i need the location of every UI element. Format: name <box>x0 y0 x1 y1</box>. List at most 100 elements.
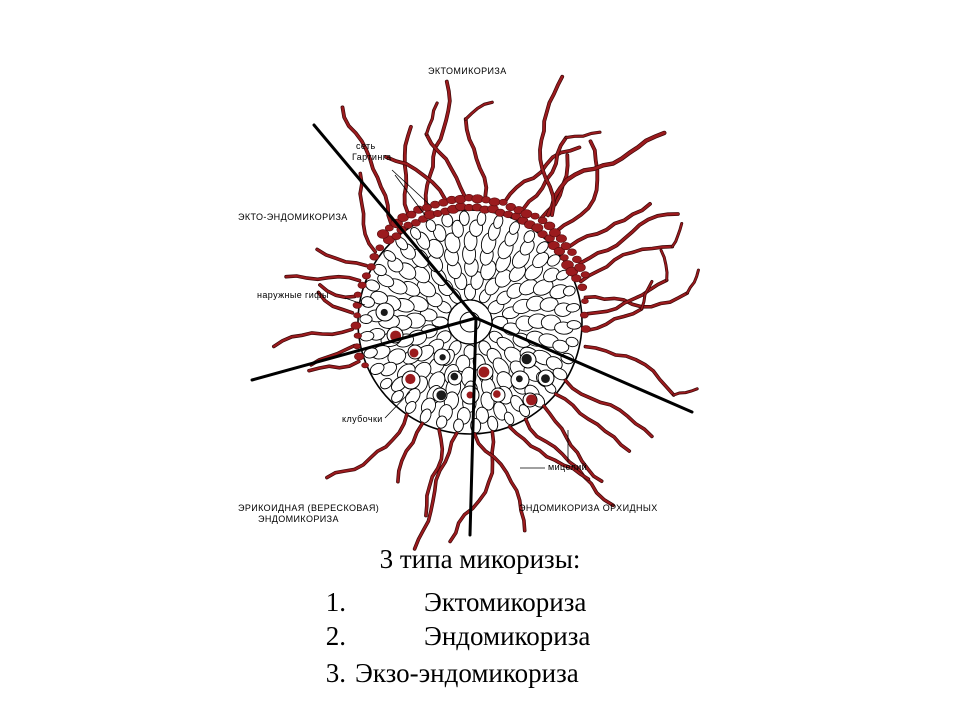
mantle-cell <box>377 229 390 239</box>
mantle-cell <box>369 253 380 261</box>
cortex-cell <box>508 221 520 235</box>
mantle-cell <box>574 263 586 272</box>
hypha-strand <box>403 125 413 215</box>
hyphal-coil <box>466 391 474 399</box>
hypha-strand <box>424 428 444 517</box>
hypha-strand <box>464 100 494 121</box>
cortex-cell <box>444 232 461 254</box>
hyphal-coil <box>439 354 446 361</box>
caption-item-text: Эктомикориза <box>424 587 587 617</box>
caption-item-number: 3. <box>325 658 346 688</box>
hyphal-coil <box>450 372 459 381</box>
cortex-cell <box>536 241 549 254</box>
hyphal-coil <box>409 348 419 358</box>
cortex-cell <box>518 279 538 296</box>
hypha-strand <box>586 307 643 332</box>
cortex-cell <box>562 285 576 297</box>
hypha-strand <box>671 222 683 248</box>
cortex-cell <box>380 361 398 377</box>
mantle-cell <box>350 321 362 330</box>
hyphal-coil <box>478 366 490 378</box>
cortex-cell <box>410 227 422 240</box>
cortex-cell <box>565 336 579 348</box>
cortex-cell <box>532 251 550 269</box>
hyphal-coil <box>541 374 550 384</box>
hypha-strand <box>546 131 666 217</box>
cortex-cell <box>532 279 554 296</box>
label-coils: клубочки <box>342 414 383 424</box>
hypha-strand <box>586 279 668 315</box>
hypha-strand <box>660 249 668 281</box>
cortex-cell <box>545 356 563 371</box>
leader-lines <box>344 169 569 469</box>
cortex-cell <box>359 314 373 324</box>
hypha-strand <box>568 202 652 248</box>
hyphal-coil <box>515 375 523 383</box>
hypha-strand <box>538 75 564 217</box>
mantle-cell <box>353 312 361 319</box>
mantle-cell <box>498 198 508 206</box>
mantle-cell <box>403 221 413 229</box>
mantle-cell <box>406 210 417 219</box>
mantle-cell <box>391 232 402 240</box>
mantle-cell <box>352 301 362 309</box>
mantle-cell <box>530 212 540 220</box>
label-mycelium: мицелий <box>548 462 588 472</box>
hypha-strand <box>285 274 361 282</box>
cortex-cell <box>365 279 380 292</box>
leader-coils <box>384 391 411 419</box>
mantle-cell <box>537 216 548 225</box>
hypha-strand <box>464 118 488 200</box>
cortex-cell <box>412 265 431 284</box>
mantle-cell <box>375 244 385 252</box>
mantle-cell <box>560 242 571 251</box>
cortex-cell <box>539 297 559 312</box>
cortex-cell <box>503 411 515 426</box>
label-ericoid-2: ЭНДОМИКОРИЗА <box>258 514 339 524</box>
hyphal-coils <box>375 302 555 408</box>
hypha-strand <box>358 172 377 253</box>
cortex-cell <box>416 279 436 298</box>
hypha-strand <box>579 212 680 265</box>
hypha-strand <box>413 432 458 550</box>
hyphal-coil <box>493 390 501 398</box>
hypha-strand <box>307 360 360 372</box>
cortex-cell <box>458 210 470 226</box>
label-orchid: ЭНДОМИКОРИЗА ОРХИДНЫХ <box>519 503 658 513</box>
mantle-cell <box>580 325 591 333</box>
mantle-cell <box>411 219 421 227</box>
mantle-cell <box>571 274 582 283</box>
fungal-mantle <box>350 194 591 369</box>
caption-item-number: 2. <box>325 621 346 651</box>
cortex-cell <box>470 271 484 290</box>
sector-line-down <box>468 316 478 537</box>
hypha-strand <box>508 425 590 481</box>
caption-item-number: 1. <box>325 587 346 617</box>
cortex-cell <box>369 362 385 375</box>
hyphal-coil <box>436 390 447 401</box>
mantle-cell <box>531 223 544 233</box>
cortex-cell <box>433 224 447 242</box>
caption-item: 3. Экзо-эндомикориза <box>0 656 960 690</box>
hypha-strand <box>449 430 495 543</box>
mantle-cell <box>454 194 467 204</box>
caption-item: 1. Эктомикориза <box>0 585 960 619</box>
hypha-strand <box>584 292 689 308</box>
cortex-cell <box>518 404 531 418</box>
mantle-cell <box>553 247 566 256</box>
hypha-strand <box>396 421 425 484</box>
mantle-cell <box>361 272 371 280</box>
fungal-hyphae <box>272 74 700 551</box>
label-ectomycorrhiza: ЭКТОМИКОРИЗА <box>428 66 507 76</box>
cortex-cell <box>436 415 448 429</box>
cortex-cell <box>427 254 444 273</box>
cortex-cell <box>543 267 560 283</box>
hypha-strand <box>579 244 675 284</box>
label-ericoid-1: ЭРИКОИДНАЯ (ВЕРЕСКОВАЯ) <box>238 503 380 513</box>
cortex-cell <box>523 230 536 243</box>
hypha-strand <box>640 280 653 310</box>
cortex-cell <box>475 406 489 424</box>
hypha-strand <box>272 328 354 348</box>
mantle-cell <box>488 197 501 207</box>
mantle-cell <box>579 311 589 319</box>
